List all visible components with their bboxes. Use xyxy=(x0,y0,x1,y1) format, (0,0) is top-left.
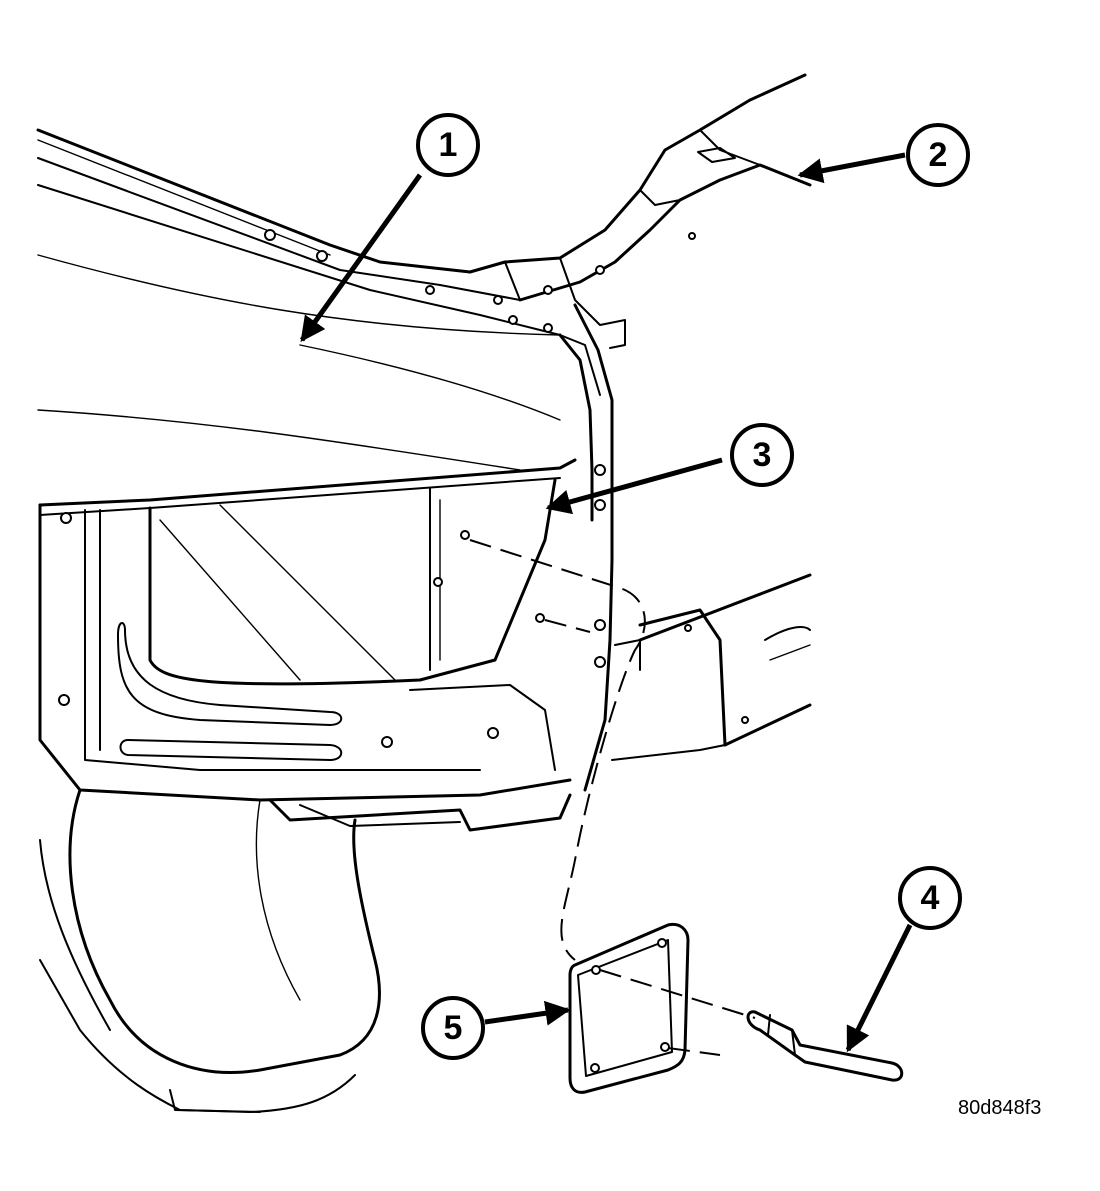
callout-4: 4 xyxy=(898,866,962,930)
frame-rail-icon xyxy=(468,73,812,349)
radiator-support-panel-icon xyxy=(36,128,614,832)
callout-5-label: 5 xyxy=(444,1009,463,1047)
wheel-well-icon xyxy=(39,788,381,1113)
callout-2-label: 2 xyxy=(929,136,948,174)
callout-5: 5 xyxy=(421,996,485,1060)
callout-2: 2 xyxy=(906,123,970,187)
cover-plate-icon xyxy=(568,922,690,1094)
crossmember-icon xyxy=(611,573,812,761)
callout-1: 1 xyxy=(416,113,480,177)
callout-3: 3 xyxy=(730,423,794,487)
callout-4-label: 4 xyxy=(921,879,940,917)
figure-id: 80d848f3 xyxy=(958,1097,1041,1119)
callout-3-label: 3 xyxy=(753,436,772,474)
rivet-icon xyxy=(746,1010,904,1082)
callout-arrows xyxy=(299,152,913,1053)
alignment-lines xyxy=(469,539,756,1056)
callout-1-label: 1 xyxy=(439,126,458,164)
